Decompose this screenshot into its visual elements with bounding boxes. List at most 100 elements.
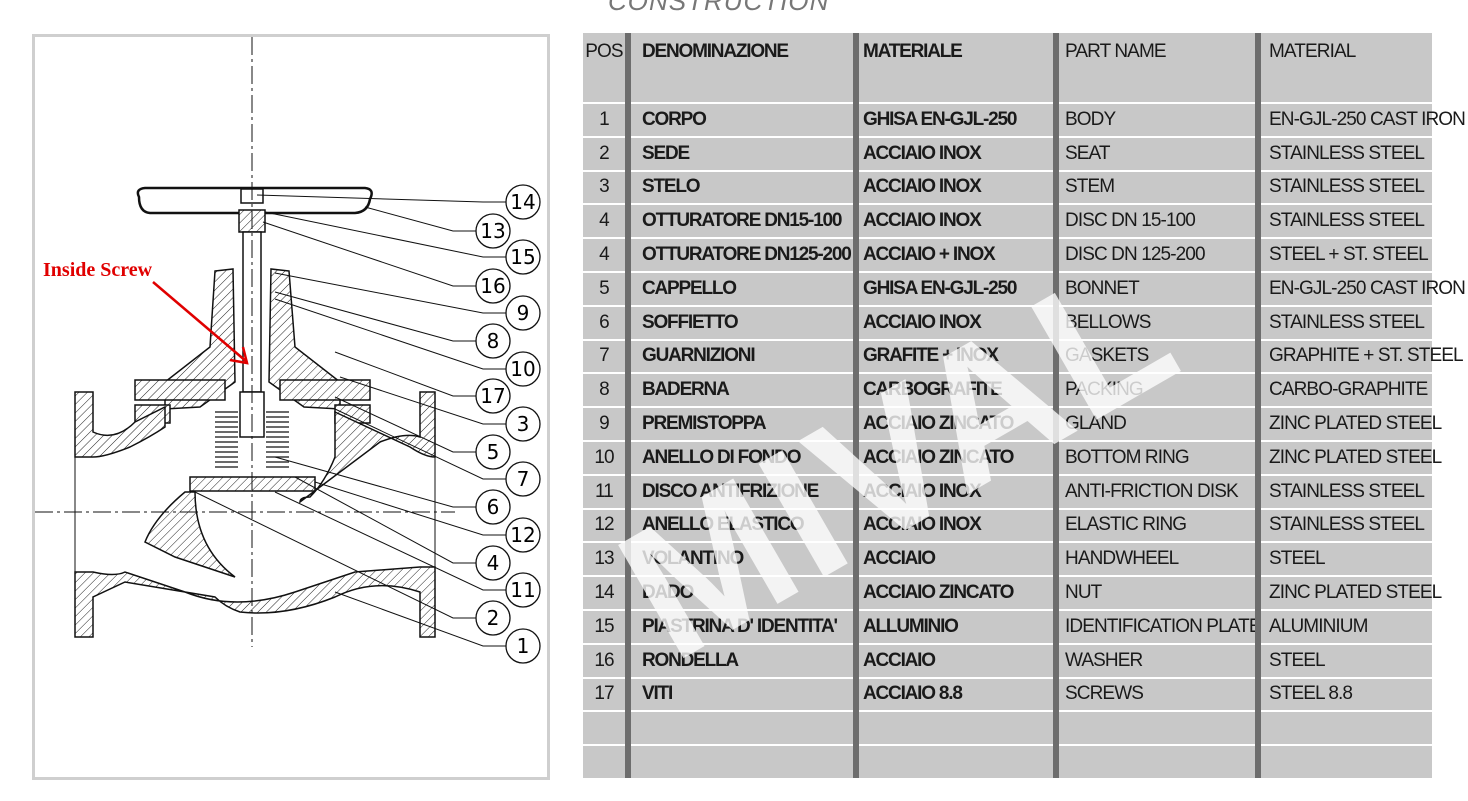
table-cell: 10 bbox=[594, 446, 614, 468]
table-cell: GHISA EN-GJL-250 bbox=[863, 277, 1017, 299]
leader-line bbox=[264, 211, 506, 258]
leader-line bbox=[294, 476, 476, 564]
table-cell: BELLOWS bbox=[1065, 311, 1151, 333]
table-cell: 14 bbox=[594, 582, 614, 604]
table-cell: PREMISTOPPA bbox=[642, 413, 767, 435]
table-cell: WASHER bbox=[1065, 649, 1143, 671]
table-cell: PIASTRINA D' IDENTITA' bbox=[642, 615, 838, 637]
callout-circle bbox=[505, 406, 541, 442]
callout-number: 15 bbox=[510, 245, 535, 269]
table-cell: STEM bbox=[1065, 176, 1115, 198]
table-cell: ACCIAIO INOX bbox=[863, 514, 982, 536]
callout-circle bbox=[475, 268, 511, 304]
table-cell: ALLUMINIO bbox=[863, 615, 959, 637]
leader-line bbox=[274, 491, 506, 591]
table-cell: CARBOGRAFITE bbox=[863, 379, 1003, 401]
table-cell: SEAT bbox=[1065, 142, 1111, 164]
callout-number: 6 bbox=[487, 495, 500, 519]
table-cell: ACCIAIO INOX bbox=[863, 176, 982, 198]
callout-number: 5 bbox=[487, 440, 500, 464]
leader-line bbox=[364, 206, 476, 232]
table-cell: ANELLO ELASTICO bbox=[642, 514, 805, 536]
callout-circle bbox=[505, 295, 541, 331]
table-cell: RONDELLA bbox=[642, 649, 739, 671]
callout-number: 1 bbox=[517, 634, 530, 658]
table-cell: GRAFITE + INOX bbox=[863, 345, 999, 367]
table-cell: BADERNA bbox=[642, 379, 730, 401]
column-header: MATERIAL bbox=[1269, 41, 1356, 62]
table-cell: 6 bbox=[599, 311, 610, 333]
table-cell: GRAPHITE + ST. STEEL bbox=[1269, 345, 1464, 367]
table-cell: 8 bbox=[599, 379, 610, 401]
callout-circle bbox=[475, 545, 511, 581]
table-cell: HANDWHEEL bbox=[1065, 548, 1179, 570]
table-cell: EN-GJL-250 CAST IRON bbox=[1269, 277, 1466, 299]
table-cell: NUT bbox=[1065, 582, 1102, 604]
table-cell: DADO bbox=[642, 582, 694, 604]
leader-line bbox=[334, 396, 476, 453]
table-cell: 17 bbox=[594, 683, 614, 705]
table-cell: ACCIAIO bbox=[863, 548, 936, 570]
leader-line bbox=[274, 456, 476, 508]
table-cell: ACCIAIO 8.8 bbox=[863, 683, 963, 705]
table-cell: CORPO bbox=[642, 108, 707, 130]
table-cell: STEEL + ST. STEEL bbox=[1269, 244, 1429, 266]
callout-circle bbox=[475, 434, 511, 470]
table-cell: 5 bbox=[599, 277, 610, 299]
table-cell: STAINLESS STEEL bbox=[1269, 176, 1425, 198]
callout-circle bbox=[505, 517, 541, 553]
table-cell: 7 bbox=[599, 345, 610, 367]
inside-screw-annotation: Inside Screw bbox=[43, 259, 153, 281]
leader-line bbox=[314, 481, 506, 536]
table-cell: GHISA EN-GJL-250 bbox=[863, 108, 1017, 130]
table-cell: STEEL bbox=[1269, 649, 1326, 671]
table-row bbox=[583, 712, 1432, 747]
callout-number: 14 bbox=[510, 190, 535, 214]
callout-circle bbox=[505, 628, 541, 664]
column-header: PART NAME bbox=[1065, 41, 1167, 62]
table-cell: ANTI-FRICTION DISK bbox=[1065, 480, 1239, 502]
callout-number: 13 bbox=[480, 219, 505, 243]
table-cell: STAINLESS STEEL bbox=[1269, 480, 1425, 502]
leader-line bbox=[274, 291, 476, 342]
table-cell: OTTURATORE DN125-200 bbox=[642, 244, 852, 266]
table-cell: ACCIAIO + INOX bbox=[863, 244, 996, 266]
table-cell: ANELLO DI FONDO bbox=[642, 446, 801, 468]
callout-number: 8 bbox=[487, 329, 500, 353]
table-cell: ZINC PLATED STEEL bbox=[1269, 446, 1442, 468]
leader-line bbox=[256, 194, 506, 203]
callout-number: 10 bbox=[510, 357, 535, 381]
table-cell: BOTTOM RING bbox=[1065, 446, 1190, 468]
table-cell: CAPPELLO bbox=[642, 277, 737, 299]
table-cell: ACCIAIO INOX bbox=[863, 142, 982, 164]
table-cell: BODY bbox=[1065, 108, 1116, 130]
callout-number: 11 bbox=[510, 578, 535, 602]
column-header: DENOMINAZIONE bbox=[642, 41, 789, 62]
leader-line bbox=[262, 221, 476, 287]
table-cell: 12 bbox=[594, 514, 614, 536]
table-cell: SCREWS bbox=[1065, 683, 1144, 705]
callout-circle bbox=[505, 351, 541, 387]
table-cell: STAINLESS STEEL bbox=[1269, 311, 1425, 333]
table-cell: ACCIAIO ZINCATO bbox=[863, 582, 1014, 604]
callout-circle bbox=[505, 572, 541, 608]
column-header: POS bbox=[585, 41, 623, 62]
callout-number: 3 bbox=[517, 412, 530, 436]
callout-circle bbox=[475, 489, 511, 525]
leader-line bbox=[274, 298, 506, 370]
table-cell: 3 bbox=[599, 176, 610, 198]
callout-circle bbox=[475, 323, 511, 359]
table-cell: ACCIAIO bbox=[863, 649, 936, 671]
